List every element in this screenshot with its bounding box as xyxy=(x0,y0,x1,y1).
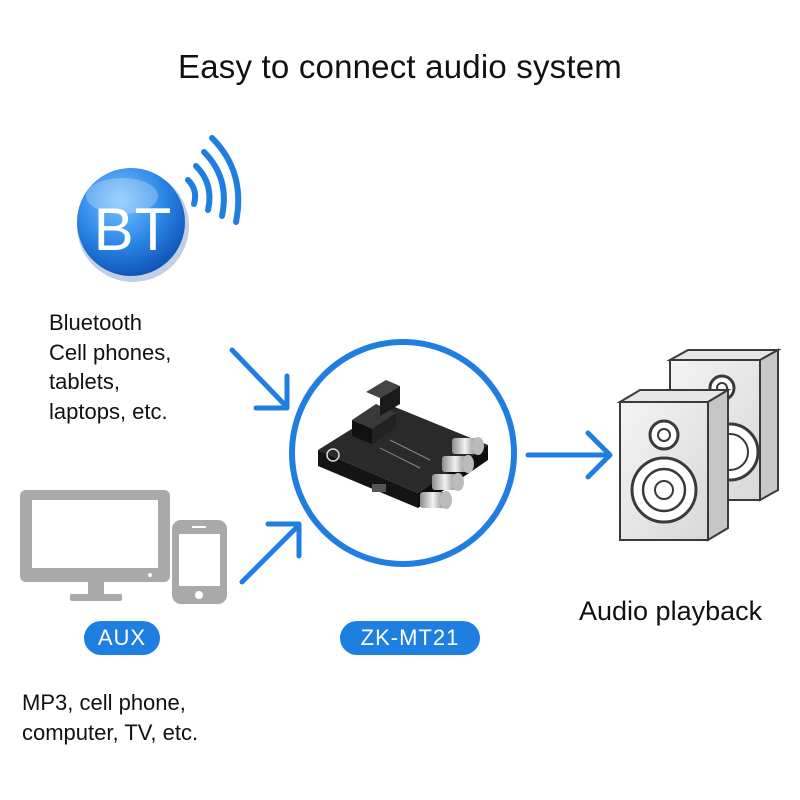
page-title: Easy to connect audio system xyxy=(178,48,622,85)
bluetooth-sources: Bluetooth Cell phones, tablets, laptops,… xyxy=(49,308,171,426)
bluetooth-source-line: laptops, etc. xyxy=(49,398,168,424)
speaker-icon xyxy=(616,348,782,542)
output-label: Audio playback xyxy=(579,596,763,626)
smartphone-icon xyxy=(172,520,227,604)
model-badge: ZK-MT21 xyxy=(340,621,480,655)
arrow-icon xyxy=(229,347,290,411)
aux-badge: AUX xyxy=(84,621,160,655)
aux-sources: MP3, cell phone, computer, TV, etc. xyxy=(22,688,198,747)
arrow-icon xyxy=(239,521,302,585)
amplifier-board-icon xyxy=(289,339,517,567)
bluetooth-badge-icon xyxy=(77,168,189,282)
wifi-waves-icon xyxy=(185,135,242,225)
bluetooth-source-line: Cell phones, xyxy=(49,339,172,365)
bluetooth-source-line: tablets, xyxy=(49,369,120,394)
aux-source-line: computer, TV, etc. xyxy=(22,719,199,745)
bluetooth-badge-label: BT xyxy=(93,196,173,263)
monitor-icon xyxy=(20,490,170,601)
aux-source-line: MP3, cell phone, xyxy=(22,690,186,715)
arrow-icon xyxy=(525,430,613,480)
bluetooth-source-line: Bluetooth xyxy=(49,310,142,335)
